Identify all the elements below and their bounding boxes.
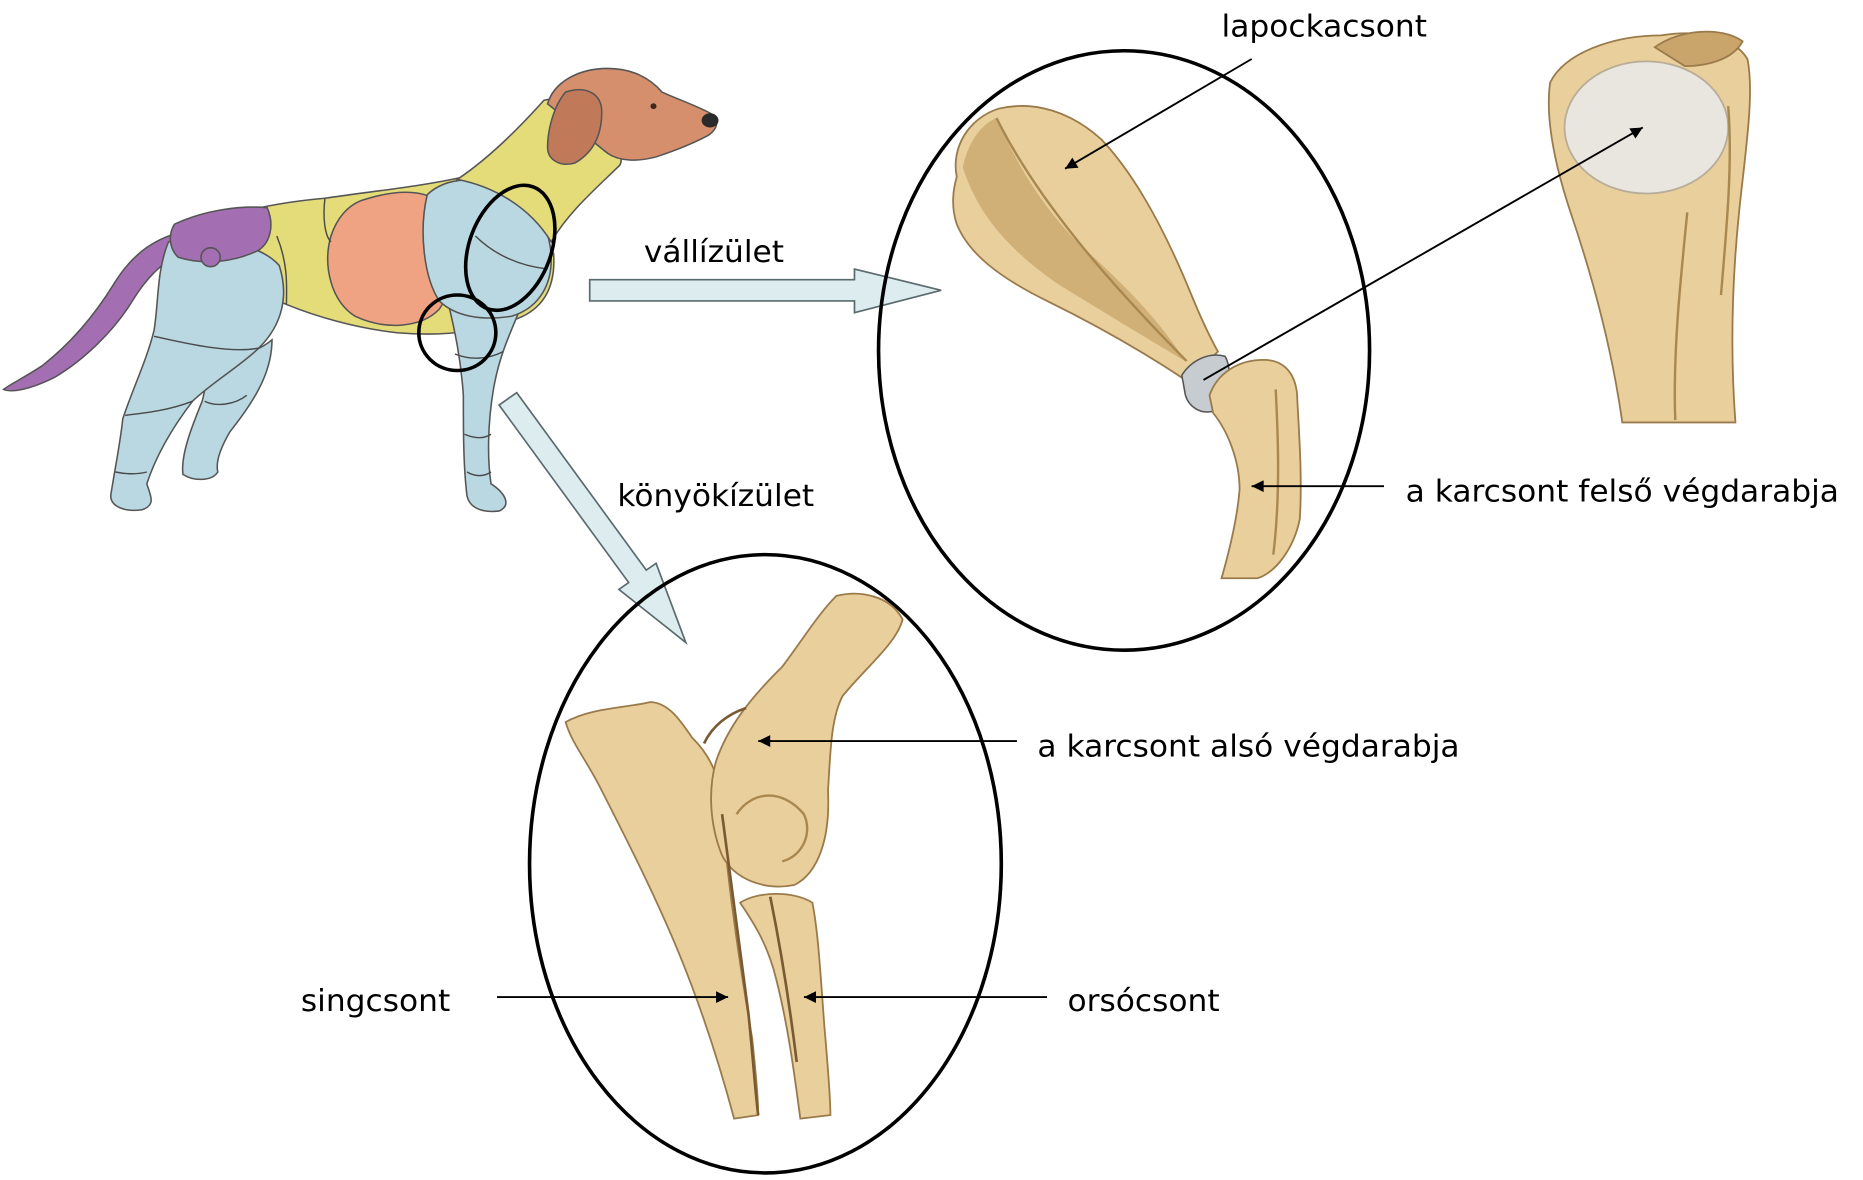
radius-label: orsócsont [1067, 984, 1219, 1020]
shoulder-bones [953, 106, 1301, 578]
ulna-label: singcsont [301, 984, 450, 1020]
elbow-bones [566, 594, 903, 1119]
humerus-upper-end-label: a karcsont felső végdarabja [1406, 474, 1839, 510]
dog-nose [702, 113, 719, 127]
humerus-lower-end-label: a karcsont alsó végdarabja [1037, 729, 1459, 765]
scapula-label: lapockacsont [1222, 9, 1427, 45]
humerus-head-pointer-arrow [1203, 127, 1642, 380]
dog-eye [650, 103, 656, 109]
humerus-closeup-head-cartilage [1565, 61, 1729, 193]
scapula-pointer-arrow [1065, 59, 1252, 169]
shoulder-hollow-arrow [590, 269, 941, 313]
shoulder-detail-ellipse [879, 51, 1370, 650]
shoulder-joint-label: vállízület [644, 234, 784, 270]
humerus-head-closeup [1549, 32, 1750, 423]
dog-hip-spot [201, 248, 220, 267]
elbow-joint-label: könyökízület [617, 478, 814, 514]
humerus-upper-bone [1210, 360, 1301, 578]
elbow-hollow-arrow [489, 386, 704, 656]
